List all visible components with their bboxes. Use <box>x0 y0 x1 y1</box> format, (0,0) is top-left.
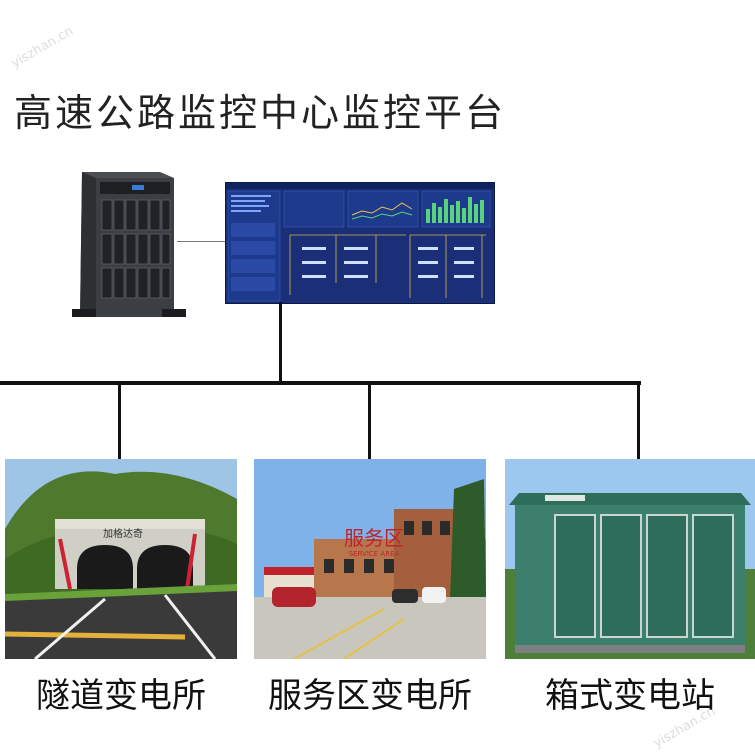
box-substation-photo <box>505 459 755 659</box>
drop-line-tunnel <box>118 385 121 459</box>
drop-line-box <box>637 385 640 459</box>
screen-content <box>226 183 494 302</box>
tunnel-substation-photo: 加格达奇 <box>5 459 237 659</box>
service-area-sign: 服务区 <box>344 526 404 550</box>
drop-line-service <box>368 385 371 459</box>
page-title: 高速公路监控中心监控平台 <box>14 91 507 135</box>
trunk-line <box>279 302 282 383</box>
server-monitor-link <box>177 241 225 242</box>
service-area-sign-en: SERVICE AREA <box>349 550 400 558</box>
watermark: yiszhan.cn <box>8 23 77 72</box>
monitoring-screen <box>225 182 495 304</box>
bus-line <box>0 381 641 385</box>
box-substation-label: 箱式变电站 <box>545 676 715 716</box>
service-area-substation-label: 服务区变电所 <box>268 676 472 716</box>
tunnel-name-text: 加格达奇 <box>103 527 143 540</box>
server-icon <box>72 172 186 317</box>
service-area-substation-photo: 服务区 SERVICE AREA <box>254 459 486 659</box>
tunnel-substation-label: 隧道变电所 <box>36 676 206 716</box>
